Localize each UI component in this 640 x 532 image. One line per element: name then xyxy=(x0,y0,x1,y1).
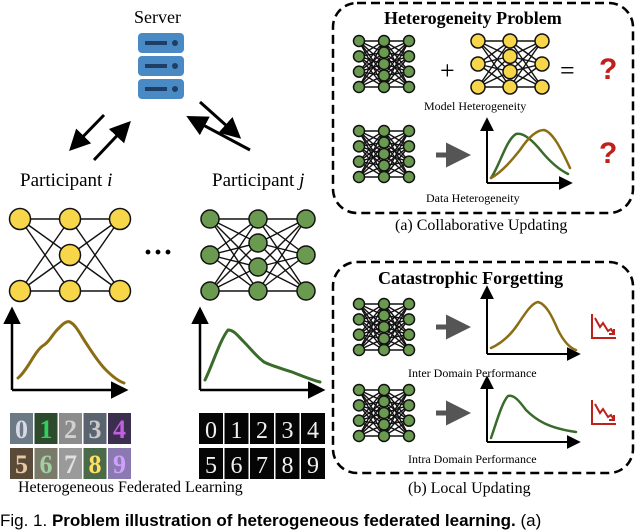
digit-tile-dark-digit: 9 xyxy=(307,453,319,479)
digit-tile-dark-digit: 5 xyxy=(205,453,217,479)
digit-tile-color: 1 xyxy=(34,413,58,444)
digit-tile-color: 0 xyxy=(10,413,33,444)
participant-i-label: Participant i xyxy=(20,170,112,192)
right-exchange-arrows xyxy=(186,100,251,152)
question-mark-data: ? xyxy=(599,137,618,170)
digit-tile-color: 6 xyxy=(34,448,58,479)
figure-caption-suffix: (a) xyxy=(515,511,542,530)
digit-tile-dark: 5 xyxy=(199,448,223,479)
axes-participant-j xyxy=(191,306,326,399)
digit-tile-color-digit: 1 xyxy=(40,415,53,444)
digit-tile-color-digit: 2 xyxy=(64,415,77,444)
participant-j-var: j xyxy=(299,170,305,191)
participant-i-prefix: Participant xyxy=(20,170,108,191)
panel-a-border xyxy=(331,1,635,215)
axes-data-heterogeneity xyxy=(480,117,573,190)
plus-sign: + xyxy=(440,56,455,85)
panel-b-border xyxy=(331,260,635,475)
digit-tile-color-digit: 9 xyxy=(113,450,126,479)
digit-tile-color-digit: 3 xyxy=(89,415,102,444)
ellipsis: ··· xyxy=(143,236,174,269)
neural-net-participant-i xyxy=(8,207,132,303)
digit-tile-color-digit: 7 xyxy=(64,450,77,479)
digit-tile-dark: 6 xyxy=(224,448,249,479)
curve-participant-j xyxy=(203,328,322,384)
axes-participant-i xyxy=(3,306,129,399)
digit-tile-dark-digit: 4 xyxy=(307,418,319,444)
neural-net-intra xyxy=(352,383,416,443)
axes-intra-domain xyxy=(480,375,581,449)
server-label: Server xyxy=(134,7,181,27)
digit-tile-dark-digit: 6 xyxy=(231,453,243,479)
digit-tile-color: 7 xyxy=(59,448,82,479)
left-exchange-arrows xyxy=(69,113,131,162)
digit-tile-dark-digit: 7 xyxy=(256,453,268,479)
digit-tile-color-digit: 0 xyxy=(15,415,28,444)
neural-net-participant-j xyxy=(200,209,316,301)
curve-data-gold xyxy=(489,128,572,180)
inter-domain-label: Inter Domain Performance xyxy=(408,366,537,380)
digit-tile-color: 4 xyxy=(108,413,131,444)
digit-tile-color-digit: 8 xyxy=(89,450,102,479)
panel-a-caption: (a) Collaborative Updating xyxy=(395,217,568,234)
curve-inter-domain xyxy=(489,300,578,352)
figure-caption: Fig. 1. Problem illustration of heteroge… xyxy=(0,511,640,531)
equals-sign: = xyxy=(560,56,575,85)
panel-a-title: Heterogeneity Problem xyxy=(384,8,562,28)
digit-tile-dark: 8 xyxy=(275,448,300,479)
digit-tile-dark: 3 xyxy=(275,413,300,444)
panel-b-title: Catastrophic Forgetting xyxy=(378,268,564,288)
curve-participant-i xyxy=(16,320,126,385)
digit-tile-dark: 2 xyxy=(250,413,274,444)
model-heterogeneity-label: Model Heterogeneity xyxy=(424,99,527,113)
digit-tile-dark-digit: 0 xyxy=(205,418,217,444)
digit-tile-dark: 1 xyxy=(224,413,249,444)
neural-net-model-yellow xyxy=(470,33,550,95)
participant-j-label: Participant j xyxy=(212,170,304,192)
participant-j-prefix: Participant xyxy=(212,170,300,191)
participant-i-var: i xyxy=(107,170,113,191)
decline-icon-intra xyxy=(591,400,616,425)
curve-intra-domain xyxy=(489,394,578,440)
figure-caption-prefix: Fig. 1. xyxy=(0,511,52,530)
intra-domain-label: Intra Domain Performance xyxy=(408,452,537,466)
digit-tile-color-digit: 6 xyxy=(40,450,53,479)
digit-tile-dark: 4 xyxy=(301,413,325,444)
digit-tile-dark-digit: 3 xyxy=(282,418,294,444)
digit-tile-color-digit: 5 xyxy=(15,450,28,479)
server-database-icon xyxy=(138,33,184,99)
digit-tile-dark-digit: 2 xyxy=(256,418,268,444)
digit-tile-dark: 9 xyxy=(301,448,325,479)
axes-inter-domain xyxy=(480,285,581,361)
left-caption: Heterogeneous Federated Learning xyxy=(18,479,243,496)
decline-icon-inter xyxy=(591,314,616,339)
digit-tile-color: 3 xyxy=(83,413,107,444)
data-heterogeneity-label: Data Heterogeneity xyxy=(426,191,520,205)
digit-tile-color: 9 xyxy=(108,448,131,479)
figure-caption-bold: Problem illustration of heterogeneous fe… xyxy=(51,511,516,530)
question-mark-model: ? xyxy=(599,53,618,86)
digit-tile-color: 5 xyxy=(10,448,33,479)
digit-tile-color-digit: 4 xyxy=(113,415,126,444)
panel-b-caption: (b) Local Updating xyxy=(408,480,531,497)
digit-tile-color: 2 xyxy=(59,413,82,444)
neural-net-model-green xyxy=(352,34,416,94)
neural-net-inter xyxy=(352,297,416,357)
digit-tile-dark: 0 xyxy=(199,413,223,444)
digit-tile-dark: 7 xyxy=(250,448,274,479)
digit-tile-dark-digit: 8 xyxy=(282,453,294,479)
neural-net-data xyxy=(352,124,416,184)
digit-tile-dark-digit: 1 xyxy=(231,418,243,444)
digit-tile-color: 8 xyxy=(83,448,107,479)
